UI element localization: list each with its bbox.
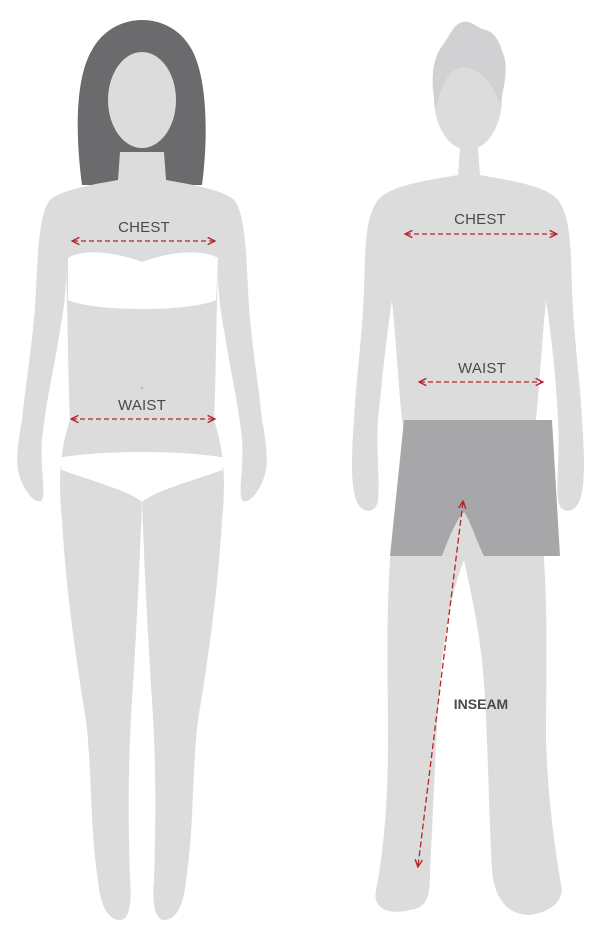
woman-waist-label: WAIST xyxy=(118,397,166,414)
woman-navel xyxy=(140,386,143,389)
man-chest-label: CHEST xyxy=(454,211,506,228)
man-figure: CHEST WAIST INSEAM xyxy=(352,22,584,915)
woman-figure: CHEST WAIST xyxy=(17,20,267,920)
man-waist-label: WAIST xyxy=(458,360,506,377)
man-inseam-label: INSEAM xyxy=(454,696,508,712)
woman-chest-label: CHEST xyxy=(118,219,170,236)
woman-face xyxy=(108,52,176,148)
